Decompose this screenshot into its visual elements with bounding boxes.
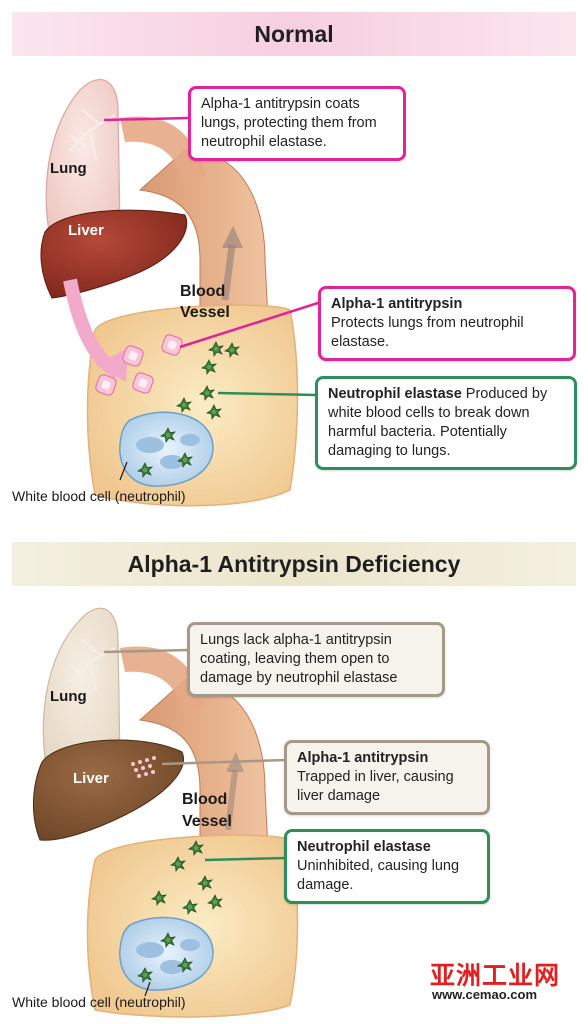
trapped-aat-dots (131, 756, 156, 778)
normal-white-blood-cell (119, 411, 214, 487)
normal-liver-label: Liver (68, 222, 104, 239)
normal-liver-to-vessel-arrow (63, 278, 128, 382)
normal-vessel-label-line1: Blood (180, 283, 226, 300)
deficiency-aat-callout-title: Alpha-1 antitrypsin (297, 750, 429, 766)
normal-vessel (120, 116, 269, 331)
normal-wbc-caption: White blood cell (neutrophil) (12, 488, 186, 504)
deficiency-wbc-caption: White blood cell (neutrophil) (12, 994, 186, 1010)
deficiency-liver (33, 739, 184, 841)
deficiency-vessel-label-line1: Blood (182, 791, 228, 808)
normal-vessel-label-line2: Vessel (180, 304, 230, 321)
deficiency-lungs-callout: Lungs lack alpha-1 antitrypsin coating, … (187, 622, 445, 697)
watermark-chinese: 亚洲工业网 (430, 962, 561, 990)
deficiency-elastase-callout-body: Uninhibited, causing lung damage. (297, 858, 460, 893)
normal-lung-label: Lung (50, 160, 87, 177)
normal-aat-callout-title: Alpha-1 antitrypsin (331, 296, 463, 312)
normal-lungs-callout-text: Alpha-1 antitrypsin coats lungs, protect… (201, 96, 377, 150)
deficiency-vessel-label-line2: Vessel (182, 813, 232, 830)
normal-liver (40, 209, 188, 299)
deficiency-white-blood-cell (119, 916, 214, 997)
normal-flow-arrow (221, 226, 243, 301)
normal-lungs-callout: Alpha-1 antitrypsin coats lungs, protect… (188, 86, 406, 161)
deficiency-elastase-callout-title: Neutrophil elastase (297, 839, 431, 855)
watermark-url: www.cemao.com (432, 987, 537, 1002)
deficiency-aat-callout: Alpha-1 antitrypsin Trapped in liver, ca… (284, 740, 490, 815)
deficiency-liver-label: Liver (73, 770, 109, 787)
normal-elastase-callout-body: Produced by white blood cells to break d… (328, 386, 548, 459)
deficiency-lung-label: Lung (50, 688, 87, 705)
normal-callout-pointers (103, 116, 322, 397)
normal-aat-callout-body: Protects lungs from neutrophil elastase. (331, 315, 524, 350)
deficiency-elastase-callout: Neutrophil elastase Uninhibited, causing… (284, 829, 490, 904)
normal-aat-callout: Alpha-1 antitrypsin Protects lungs from … (318, 286, 576, 361)
deficiency-callout-pointers (103, 648, 288, 862)
deficiency-lungs-callout-text: Lungs lack alpha-1 antitrypsin coating, … (200, 632, 398, 686)
normal-elastase-callout: Neutrophil elastase Produced by white bl… (315, 376, 577, 470)
deficiency-aat-callout-body: Trapped in liver, causing liver damage (297, 769, 454, 804)
section-title-deficiency: Alpha-1 Antitrypsin Deficiency (12, 542, 576, 586)
section-title-normal: Normal (12, 12, 576, 56)
normal-elastase-callout-title: Neutrophil elastase (328, 386, 462, 402)
